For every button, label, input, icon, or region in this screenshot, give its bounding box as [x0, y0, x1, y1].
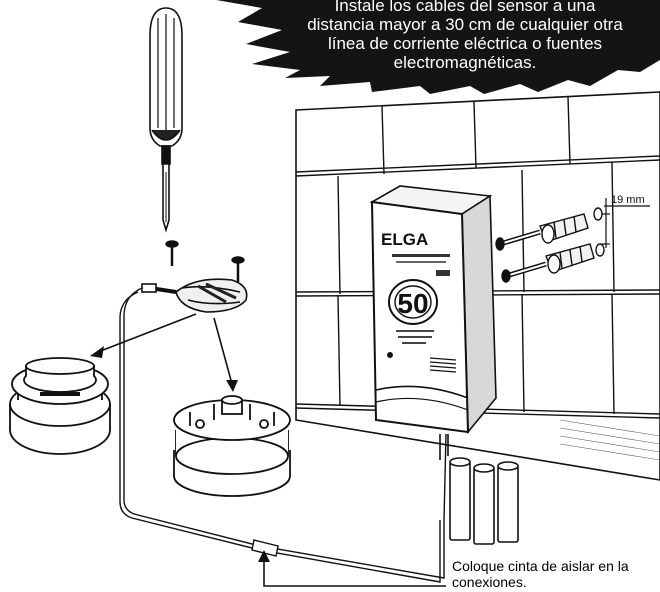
caption-pointer-head [258, 550, 270, 562]
small-screws [165, 240, 245, 282]
pipe-fitting-left [9, 357, 111, 455]
status-led [387, 352, 393, 358]
starburst-callout [216, 0, 660, 94]
wall-anchor-lower [501, 243, 605, 283]
assembly-arrows [97, 313, 233, 385]
callout-line-3: línea de corriente eléctrica o fuentes [327, 34, 603, 53]
wall-anchor-upper [495, 207, 603, 251]
dimension-label: 19 mm [611, 194, 645, 206]
callout-line-4: electromagnéticas. [393, 53, 537, 72]
dimension-marker [602, 198, 650, 248]
arrow-head-down [226, 380, 238, 392]
controller-unit [369, 185, 497, 435]
callout-line-1: Instale los cables del sensor a una [334, 0, 596, 15]
caption-line-2: conexiones. [452, 574, 527, 590]
pipe-fitting-center [173, 395, 291, 497]
sensor-probes [439, 434, 519, 545]
caption-pointer [263, 556, 446, 587]
warning-callout: Instale los cables del sensor a una dist… [250, 0, 660, 72]
device-display-value: 50 [397, 288, 428, 319]
tape-caption: Coloque cinta de aislar en la conexiones… [452, 558, 660, 590]
screwdriver [149, 7, 183, 233]
sensor-cable [119, 287, 447, 583]
device-brand: ELGA [381, 230, 428, 249]
arrow-head-left [90, 346, 104, 358]
tile-grout-lines [295, 96, 660, 419]
caption-line-1: Coloque cinta de aislar en la [452, 558, 629, 574]
sensor-clip [141, 278, 248, 313]
insulating-tape [251, 539, 279, 557]
wall-shading [559, 419, 660, 461]
callout-line-2: distancia mayor a 30 cm de cualquier otr… [307, 15, 623, 34]
